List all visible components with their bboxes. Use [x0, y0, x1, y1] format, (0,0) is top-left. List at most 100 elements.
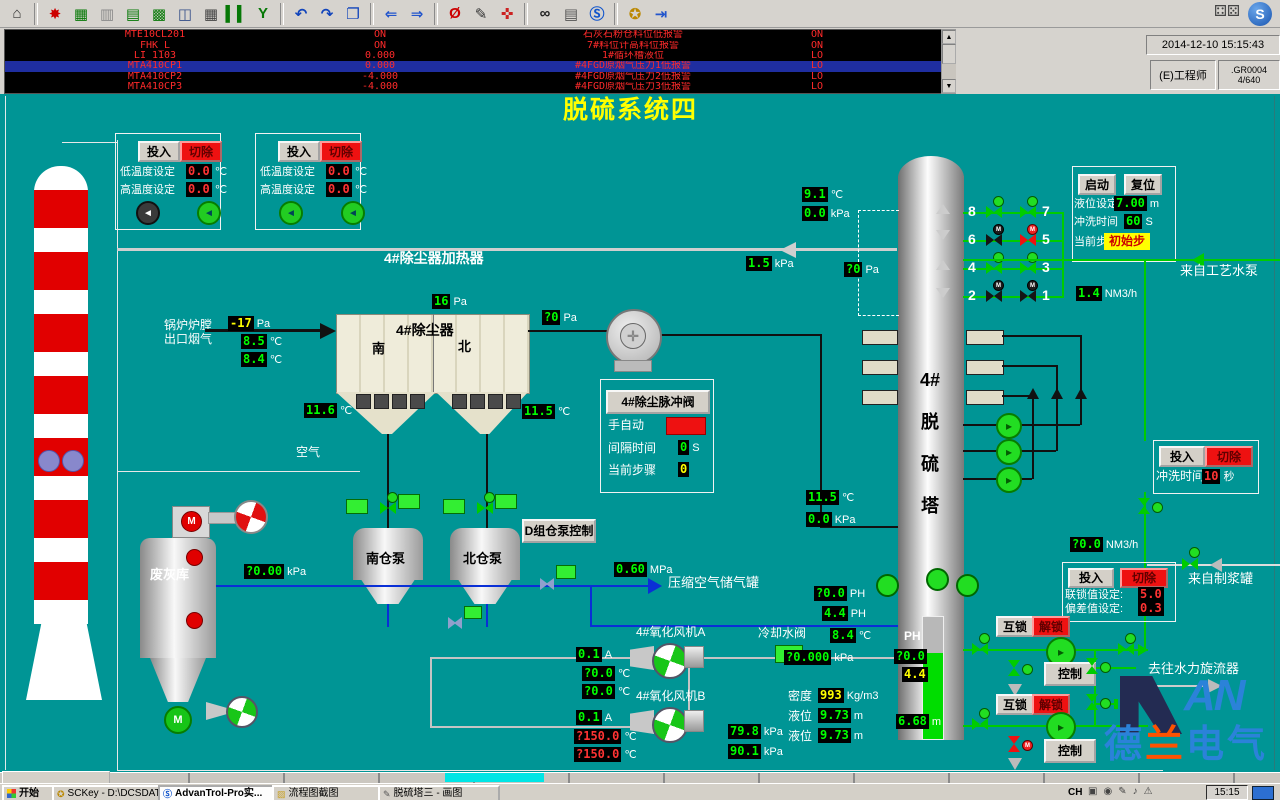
ash-silo[interactable] [140, 538, 216, 658]
tray-language[interactable]: CH [1068, 787, 1083, 798]
network-warning-icon[interactable]: ⚠ [1143, 786, 1153, 797]
scroll-down-icon[interactable]: ▼ [942, 79, 956, 93]
dice-icon[interactable]: ⚃⚄ [1214, 3, 1241, 20]
page-tab-active[interactable] [445, 773, 544, 782]
pulse-title-button[interactable]: 4#除尘脉冲阀 [606, 390, 710, 414]
login-key-icon[interactable]: ✪ [622, 1, 648, 26]
valve-icon[interactable] [1008, 736, 1020, 752]
sod-display-icon[interactable]: Y [250, 1, 276, 26]
value-wash-time[interactable]: 60 [1124, 214, 1143, 229]
taskbar-item-paint[interactable]: ✎ 脱硫塔三 - 画图 [378, 785, 500, 800]
tag-pin-icon[interactable]: ✜ [494, 1, 520, 26]
reset-button[interactable]: 复位 [1124, 174, 1162, 195]
bar-graph-icon[interactable]: ▍▍ [224, 1, 250, 26]
fan-a-icon[interactable] [652, 643, 688, 679]
heater2-valve-icon[interactable]: ◄ [279, 201, 303, 225]
silo-motor-icon[interactable]: M [181, 511, 202, 532]
unlock-button-2[interactable]: 解锁 [1032, 694, 1070, 715]
wash-off-button[interactable]: 切除 [1205, 446, 1253, 467]
valve-icon[interactable] [477, 502, 493, 514]
valve-icon[interactable] [1020, 234, 1036, 246]
operation-log-icon[interactable]: ✎ [468, 1, 494, 26]
south-buffer-pump[interactable] [353, 528, 423, 580]
value-level-set[interactable]: 7.00 [1114, 196, 1147, 211]
heater1-on-button[interactable]: 投入 [138, 141, 180, 162]
mute-alarm-icon[interactable]: Ø [442, 1, 468, 26]
redo-icon[interactable]: ↷ [314, 1, 340, 26]
volume-icon[interactable]: ♪ [1132, 786, 1138, 797]
heater2-off-button[interactable]: 切除 [320, 141, 362, 162]
valve-icon[interactable] [448, 617, 462, 629]
valve-icon[interactable] [1086, 694, 1098, 710]
valve-icon[interactable] [972, 718, 988, 730]
heater2-valve-icon[interactable]: ◄ [341, 201, 365, 225]
tray-show-desktop[interactable] [1252, 786, 1274, 800]
interlock-button-2[interactable]: 互锁 [996, 694, 1034, 715]
start-button[interactable]: 启动 [1078, 174, 1116, 195]
alarm-scrollbar[interactable]: ▲ ▼ [941, 29, 957, 94]
valve-icon[interactable] [1086, 658, 1098, 674]
value-deviation-set[interactable]: 0.3 [1138, 601, 1164, 616]
valve-icon[interactable] [380, 502, 396, 514]
exit-icon[interactable]: ⇥ [648, 1, 674, 26]
back-icon[interactable]: ⇐ [378, 1, 404, 26]
valve-icon[interactable] [986, 206, 1002, 218]
valve-icon[interactable] [1138, 498, 1150, 514]
overview-display-icon[interactable]: ▦ [68, 1, 94, 26]
search-binoculars-icon[interactable]: ∞ [532, 1, 558, 26]
silo-bottom-motor-icon[interactable]: M [164, 706, 192, 734]
scroll-thumb[interactable] [942, 44, 956, 64]
taskbar-item-advantrol[interactable]: Ⓢ AdvanTrol-Pro实... [158, 785, 278, 800]
interlock-off-button[interactable]: 切除 [1120, 568, 1168, 588]
recirculation-pump-icon[interactable] [996, 439, 1022, 465]
discharge-pump-icon[interactable] [1046, 712, 1076, 742]
valve-icon[interactable] [986, 234, 1002, 246]
display-icon[interactable]: ▣ [1088, 786, 1098, 797]
heater1-valve-icon[interactable]: ◄ [197, 201, 221, 225]
taskbar-item-sckey[interactable]: ✪ SCKey - D:\DCSDATA\... [52, 785, 164, 800]
supcon-s-icon[interactable]: Ⓢ [584, 1, 610, 26]
heater1-valve-icon[interactable]: ◄ [136, 201, 160, 225]
ime-pen-icon[interactable]: ✎ [1118, 786, 1127, 797]
pulse-manual-state[interactable] [666, 417, 706, 435]
group-display-icon[interactable]: ▥ [94, 1, 120, 26]
faceplate-display-icon[interactable]: ◫ [172, 1, 198, 26]
heater2-on-button[interactable]: 投入 [278, 141, 320, 162]
recirculation-pump-icon[interactable] [996, 413, 1022, 439]
valve-icon[interactable] [540, 578, 554, 590]
undo-icon[interactable]: ↶ [288, 1, 314, 26]
help-icon[interactable]: ◉ [1103, 786, 1113, 797]
valve-icon[interactable] [986, 262, 1002, 274]
page-book-icon[interactable]: ❐ [340, 1, 366, 26]
interlock-button-1[interactable]: 互锁 [996, 616, 1034, 637]
silo-bottom-fan-icon[interactable] [226, 696, 258, 728]
report-display-icon[interactable]: ▤ [120, 1, 146, 26]
print-icon[interactable]: ▤ [558, 1, 584, 26]
valve-icon[interactable] [1020, 262, 1036, 274]
heater1-off-button[interactable]: 切除 [180, 141, 222, 162]
valve-icon[interactable] [972, 643, 988, 655]
control-button-2[interactable]: 控制 [1044, 739, 1096, 763]
value-wash-seconds[interactable]: 10 [1202, 469, 1221, 484]
pump-group-control-button[interactable]: D组仓泵控制 [522, 519, 596, 543]
taskbar-item-snapshot[interactable]: ▨ 流程图截图 [272, 785, 384, 800]
wash-on-button[interactable]: 投入 [1159, 446, 1205, 467]
interlock-on-button[interactable]: 投入 [1068, 568, 1114, 588]
valve-icon[interactable] [1008, 660, 1020, 676]
recirculation-pump-icon[interactable] [996, 467, 1022, 493]
fan-b-icon[interactable] [652, 707, 688, 743]
valve-icon[interactable] [1182, 558, 1198, 570]
valve-icon[interactable] [986, 290, 1002, 302]
alarm-summary-icon[interactable]: ✸ [42, 1, 68, 26]
valve-icon[interactable] [1020, 290, 1036, 302]
value-interlock-set[interactable]: 5.0 [1138, 587, 1164, 602]
tray-clock[interactable]: 15:15 [1206, 785, 1248, 800]
forward-icon[interactable]: ⇒ [404, 1, 430, 26]
data-table-icon[interactable]: ▦ [198, 1, 224, 26]
north-buffer-pump[interactable] [450, 528, 520, 580]
